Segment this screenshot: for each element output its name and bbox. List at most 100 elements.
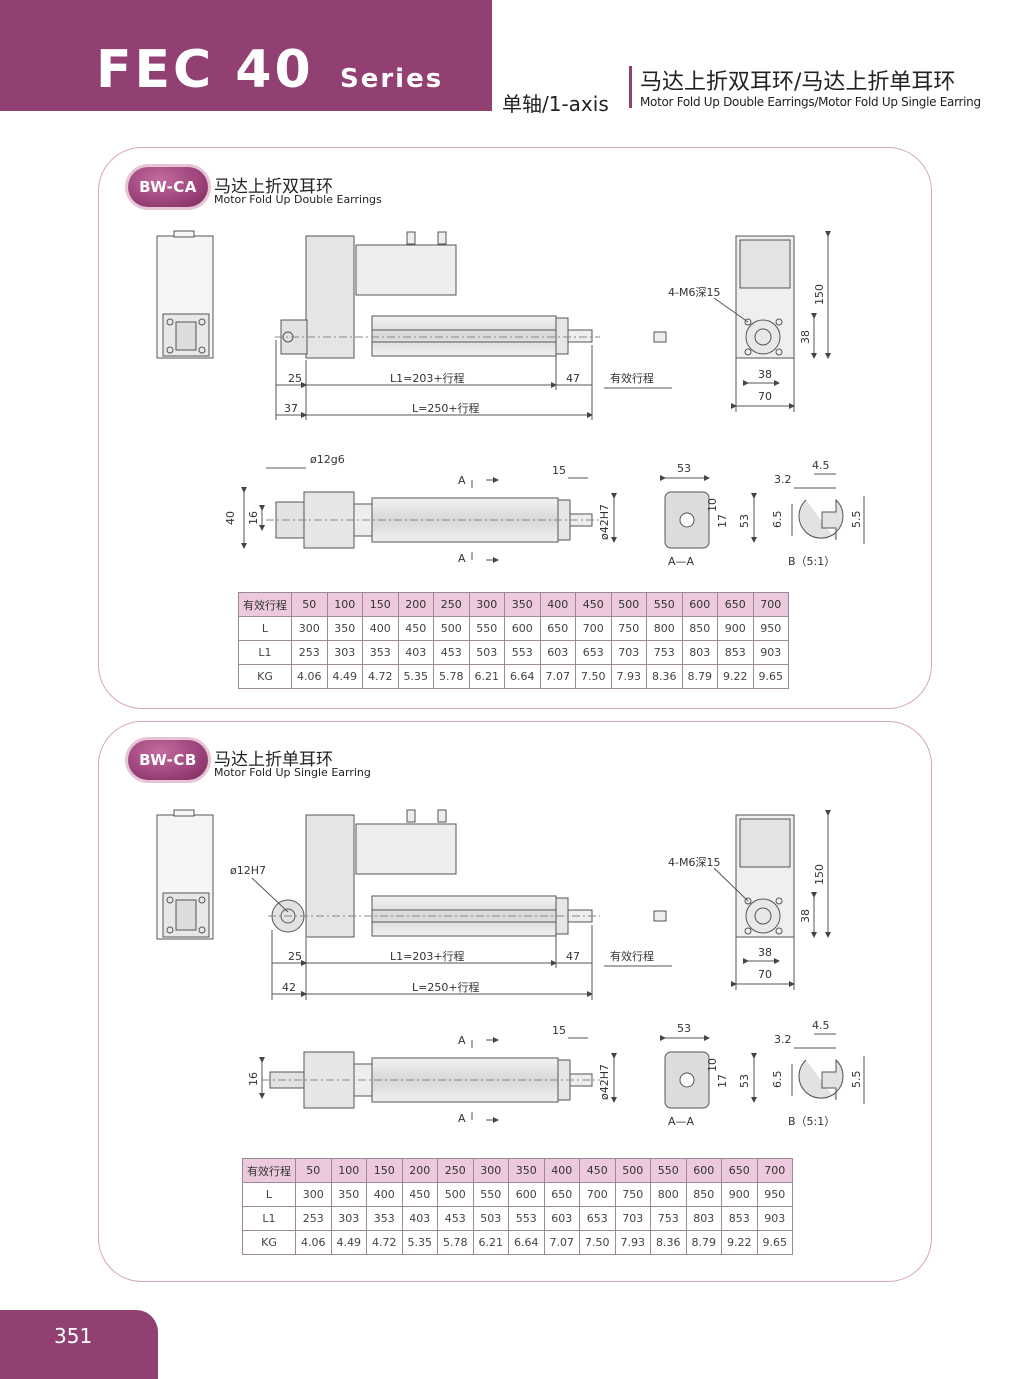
dim-m6: 4-M6深15 <box>668 286 720 299</box>
table-cell: 653 <box>575 640 612 665</box>
table-cell: 9.22 <box>721 1230 758 1255</box>
detail-b-label: B（5:1） <box>788 555 835 568</box>
dim-47: 47 <box>566 372 580 385</box>
dim-150: 150 <box>813 864 826 885</box>
table-cell: 703 <box>614 1206 651 1231</box>
dim-25: 25 <box>288 950 302 963</box>
dim-l1: L1=203+行程 <box>390 950 465 963</box>
table-cell: 8.36 <box>650 1230 687 1255</box>
stroke-value: 500 <box>614 1158 651 1183</box>
table-cell: 5.35 <box>397 664 434 689</box>
table-cell: 7.07 <box>543 1230 580 1255</box>
table-cell: 903 <box>756 1206 793 1231</box>
table-cell: 700 <box>575 616 612 641</box>
table-cell: 903 <box>752 640 789 665</box>
stroke-value: 300 <box>468 592 505 617</box>
table-cell: 850 <box>681 616 718 641</box>
stroke-value: 150 <box>362 592 399 617</box>
row-label: L1 <box>242 1206 296 1231</box>
table-cell: 403 <box>401 1206 438 1231</box>
stroke-value: 450 <box>575 592 612 617</box>
table-cell: 4.49 <box>326 664 363 689</box>
dim-hole: ø12H7 <box>230 864 266 877</box>
table-cell: 253 <box>295 1206 332 1231</box>
table-cell: 353 <box>362 640 399 665</box>
section-title-en: Motor Fold Up Double Earrings <box>214 193 382 206</box>
stroke-value: 50 <box>295 1158 332 1183</box>
table-cell: 8.79 <box>685 1230 722 1255</box>
table-cell: 803 <box>681 640 718 665</box>
table-cell: 4.06 <box>291 664 328 689</box>
table-cell: 650 <box>543 1182 580 1207</box>
dim-3-2: 3.2 <box>774 1033 792 1046</box>
table-cell: 650 <box>539 616 576 641</box>
stroke-value: 700 <box>756 1158 793 1183</box>
model-badge: BW-CB <box>128 740 208 780</box>
table-cell: 8.79 <box>681 664 718 689</box>
section-a-top: A <box>458 1034 466 1047</box>
table-cell: 803 <box>685 1206 722 1231</box>
header-divider <box>629 66 632 108</box>
dim-15: 15 <box>552 464 566 477</box>
table-cell: 600 <box>504 616 541 641</box>
page-number: 351 <box>54 1324 93 1348</box>
table-cell: 503 <box>468 640 505 665</box>
section-a-top: A <box>458 474 466 487</box>
row-label: L1 <box>238 640 292 665</box>
table-cell: 750 <box>614 1182 651 1207</box>
dim-53-top: 53 <box>677 462 691 475</box>
row-label: L <box>238 616 292 641</box>
stroke-value: 200 <box>401 1158 438 1183</box>
page-number-tab <box>0 1310 158 1379</box>
dim-stroke: 有效行程 <box>610 949 654 963</box>
stroke-value: 600 <box>681 592 718 617</box>
table-cell: 600 <box>508 1182 545 1207</box>
section-title-cn: 马达上折双耳环 <box>214 177 333 197</box>
dim-4-5: 4.5 <box>812 459 830 472</box>
table-cell: 453 <box>433 640 470 665</box>
detail-b-label: B（5:1） <box>788 1115 835 1128</box>
gearbox <box>305 235 355 359</box>
section-aa-label: A—A <box>668 555 695 568</box>
table-cell: 8.36 <box>646 664 683 689</box>
table-cell: 353 <box>366 1206 403 1231</box>
table-cell: 853 <box>717 640 754 665</box>
dim-10: 10 <box>706 498 719 512</box>
table-cell: 400 <box>366 1182 403 1207</box>
header-title-en: Motor Fold Up Double Earrings/Motor Fold… <box>640 95 981 109</box>
stroke-value: 350 <box>508 1158 545 1183</box>
table-cell: 450 <box>397 616 434 641</box>
stroke-value: 300 <box>472 1158 509 1183</box>
table-cell: 6.64 <box>508 1230 545 1255</box>
table-cell: 4.72 <box>366 1230 403 1255</box>
stroke-value: 250 <box>437 1158 474 1183</box>
stroke-value: 350 <box>504 592 541 617</box>
dim-37: 37 <box>284 402 298 415</box>
axis-label: 单轴/1-axis <box>502 92 609 116</box>
dim-70: 70 <box>758 390 772 403</box>
drawing-bw-cb <box>156 809 865 1123</box>
section-a-bottom: A <box>458 1112 466 1125</box>
section-a-bottom: A <box>458 552 466 565</box>
dim-150: 150 <box>813 284 826 305</box>
model-badge: BW-CA <box>128 167 208 207</box>
table-cell: 300 <box>291 616 328 641</box>
row-label: KG <box>238 664 292 689</box>
table-cell: 503 <box>472 1206 509 1231</box>
drawing-bw-ca <box>156 230 865 563</box>
table-cell: 6.21 <box>472 1230 509 1255</box>
stroke-header-label: 有效行程 <box>238 592 292 617</box>
stroke-value: 200 <box>397 592 434 617</box>
stroke-value: 650 <box>721 1158 758 1183</box>
stroke-value: 700 <box>752 592 789 617</box>
dim-53-v: 53 <box>738 1074 751 1088</box>
table-cell: 500 <box>433 616 470 641</box>
